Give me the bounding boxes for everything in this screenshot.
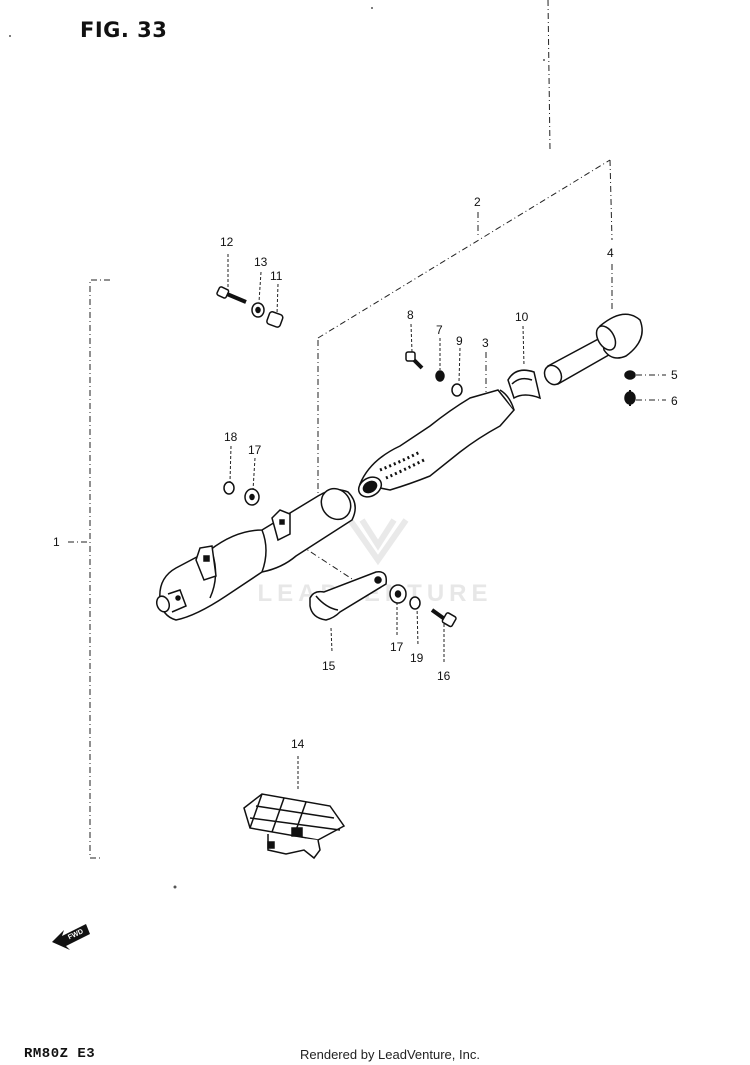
callout-3: 3 (482, 336, 489, 350)
callout-6: 6 (671, 394, 678, 408)
washer-part-17-upper (244, 488, 260, 506)
washer-part-19 (409, 596, 421, 610)
callout-9: 9 (456, 334, 463, 348)
washer-part-17-lower (389, 584, 407, 604)
callout-13: 13 (254, 255, 268, 269)
fwd-arrow-icon (52, 924, 90, 950)
callout-11: 11 (270, 269, 283, 283)
callout-4: 4 (607, 246, 614, 260)
nut-part-7 (435, 370, 445, 382)
watermark-logo (347, 518, 409, 566)
callout-2: 2 (474, 195, 481, 209)
callout-14: 14 (291, 737, 305, 751)
silencer-part-3 (357, 389, 515, 498)
credit-text: Rendered by LeadVenture, Inc. (300, 1047, 480, 1062)
callout-12: 12 (220, 235, 234, 249)
bracket-part-15 (309, 571, 388, 621)
bolt-part-16 (430, 608, 457, 628)
callout-19: 19 (410, 651, 424, 665)
washer-part-13 (251, 302, 265, 318)
callout-labels: 1 2 3 4 5 6 7 8 9 10 11 12 13 14 15 16 1… (53, 195, 678, 751)
washer-part-18 (223, 481, 235, 495)
protector-part-14 (243, 793, 346, 860)
clamp-part-10 (507, 369, 542, 400)
leader-lines (68, 0, 666, 859)
callout-leaders (227, 254, 525, 790)
collar-part-11 (266, 311, 284, 328)
scan-specks (9, 7, 545, 889)
callout-8: 8 (407, 308, 414, 322)
callout-10: 10 (515, 310, 529, 324)
figure-title: FIG. 33 (80, 18, 168, 42)
pipe-part-4 (543, 313, 643, 386)
callout-17-lower: 17 (390, 640, 404, 654)
callout-1: 1 (53, 535, 60, 549)
callout-17-upper: 17 (248, 443, 262, 457)
callout-15: 15 (322, 659, 336, 673)
bolt-part-12 (216, 286, 247, 304)
callout-7: 7 (436, 323, 443, 337)
model-code: RM80Z E3 (24, 1046, 96, 1062)
washer-part-5 (624, 370, 636, 380)
callout-18: 18 (224, 430, 238, 444)
washer-part-9 (451, 383, 463, 397)
bolt-part-6 (624, 390, 636, 406)
bolt-part-8 (405, 351, 424, 370)
exhaust-chamber-part-1 (155, 487, 356, 621)
callout-16: 16 (437, 669, 451, 683)
callout-5: 5 (671, 368, 678, 382)
